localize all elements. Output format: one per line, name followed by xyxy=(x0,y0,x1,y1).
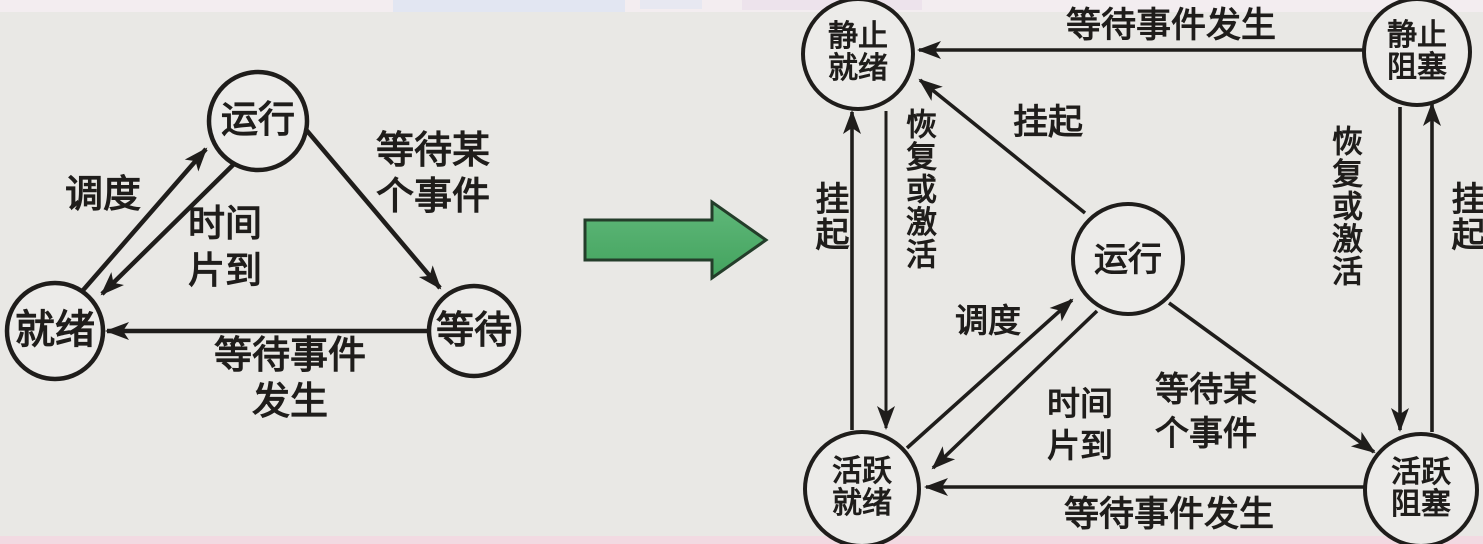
schedule-right-label: 调度 xyxy=(955,302,1021,339)
static-ready-node: 静止 就绪 xyxy=(828,20,888,86)
green-arrow-icon xyxy=(583,199,769,281)
waiting-node-left: 等待 xyxy=(435,310,512,352)
event-occurs-top-label: 等待事件发生 xyxy=(1065,6,1276,45)
time-slice-right-label: 时间 片到 xyxy=(1047,385,1113,465)
top-edge-blob-pink xyxy=(742,0,922,10)
ready-node-left: 就绪 xyxy=(15,308,95,352)
wait-some-event-label: 等待某 个事件 xyxy=(375,130,490,219)
active-ready-node: 活跃 就绪 xyxy=(832,455,892,521)
wait-some-event-right-label: 等待某 个事件 xyxy=(1155,371,1257,453)
bottom-edge-strip xyxy=(0,536,1483,544)
top-edge-blob-blue-small xyxy=(640,0,702,9)
edge-suspend-from-running xyxy=(918,78,1087,215)
schedule-label: 调度 xyxy=(64,174,141,216)
time-slice-label: 时间 片到 xyxy=(188,203,262,292)
running-node-left: 运行 xyxy=(221,99,295,140)
suspend-diagonal-label: 挂起 xyxy=(1012,103,1083,142)
event-occurs-bottom-label: 等待事件发生 xyxy=(1063,495,1274,534)
active-blocked-node: 活跃 阻塞 xyxy=(1391,456,1451,522)
running-node-right: 运行 xyxy=(1094,241,1162,279)
suspend-right-label: 挂起 xyxy=(1446,181,1483,253)
resume-or-activate-left-label: 恢复或激活 xyxy=(901,108,936,271)
top-edge-blob-blue xyxy=(393,0,625,12)
event-occurs-label: 等待事件 发生 xyxy=(213,335,366,424)
suspend-left-label: 挂起 xyxy=(810,181,848,253)
resume-or-activate-right-label: 恢复或激活 xyxy=(1327,125,1362,288)
static-blocked-node: 静止 阻塞 xyxy=(1387,19,1447,85)
